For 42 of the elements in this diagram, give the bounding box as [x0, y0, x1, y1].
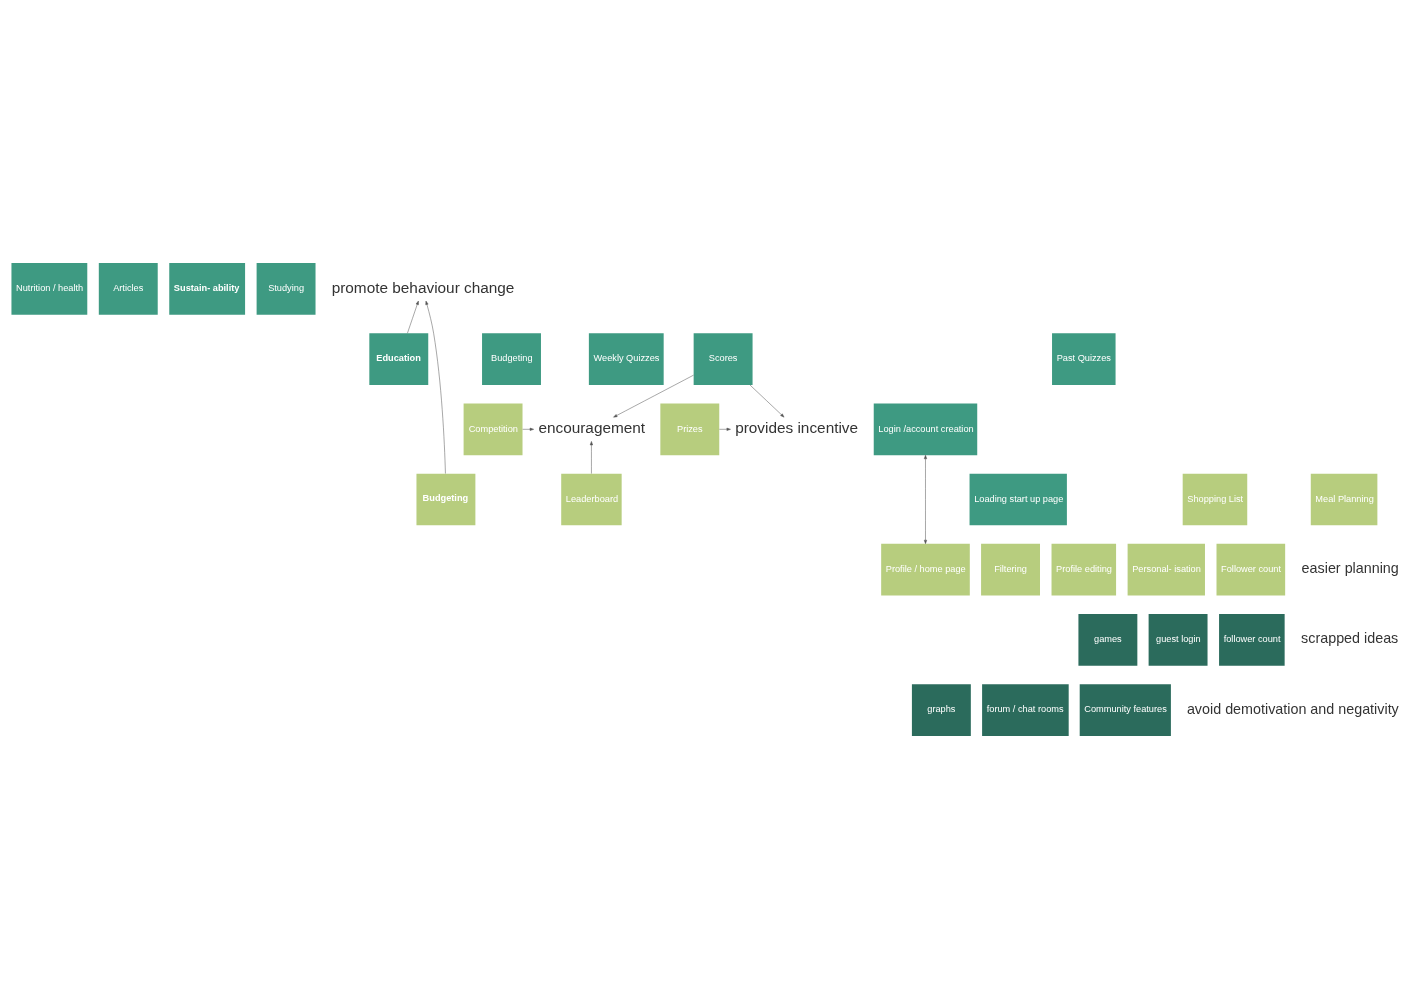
node-box: Budgeting [482, 333, 541, 385]
arrow [719, 427, 731, 431]
node-box: Profile / home page [881, 543, 970, 596]
node-box: Sustain- ability [169, 263, 246, 315]
arrow [425, 300, 446, 474]
label: avoid demotivation and negativity [1186, 700, 1399, 717]
node-box: Shopping List [1182, 473, 1248, 526]
node-box: Leaderboard [561, 473, 622, 526]
node-box: Loading start up page [969, 473, 1067, 526]
node-box: Login /account creation [873, 403, 978, 456]
node-box: Community features [1079, 684, 1171, 736]
node-box: Prizes [660, 403, 720, 456]
node-box: guest login [1148, 614, 1208, 666]
arrow [749, 384, 785, 418]
arrow [522, 427, 534, 431]
node-box: Filtering [981, 543, 1040, 596]
node-box: Budgeting [416, 473, 476, 526]
node-box: Profile editing [1051, 543, 1117, 596]
node-box: Past Quizzes [1052, 333, 1116, 385]
arrow [613, 374, 694, 418]
label: easier planning [1301, 560, 1399, 577]
node-box: Competition [463, 403, 523, 456]
node-box: Follower count [1216, 543, 1286, 596]
node-box: graphs [911, 684, 971, 736]
node-box: Weekly Quizzes [588, 333, 664, 385]
node-box: Personal- isation [1127, 543, 1205, 596]
node-box: Articles [98, 263, 158, 315]
node-box: Studying [256, 263, 316, 315]
node-text: promote behaviour change [331, 278, 515, 296]
arrow [923, 454, 927, 544]
node-box: forum / chat rooms [982, 684, 1069, 736]
node-box: Scores [693, 333, 753, 385]
node-box: games [1078, 614, 1138, 666]
label: scrapped ideas [1301, 630, 1399, 647]
node-box: follower count [1219, 614, 1285, 666]
node-text: encouragement [538, 419, 646, 437]
node-box: Meal Planning [1310, 473, 1378, 526]
node-box: Education [369, 333, 429, 385]
node-box: Nutrition / health [11, 263, 88, 315]
node-text: provides incentive [735, 419, 859, 437]
arrow [589, 441, 593, 474]
arrow [407, 300, 419, 334]
